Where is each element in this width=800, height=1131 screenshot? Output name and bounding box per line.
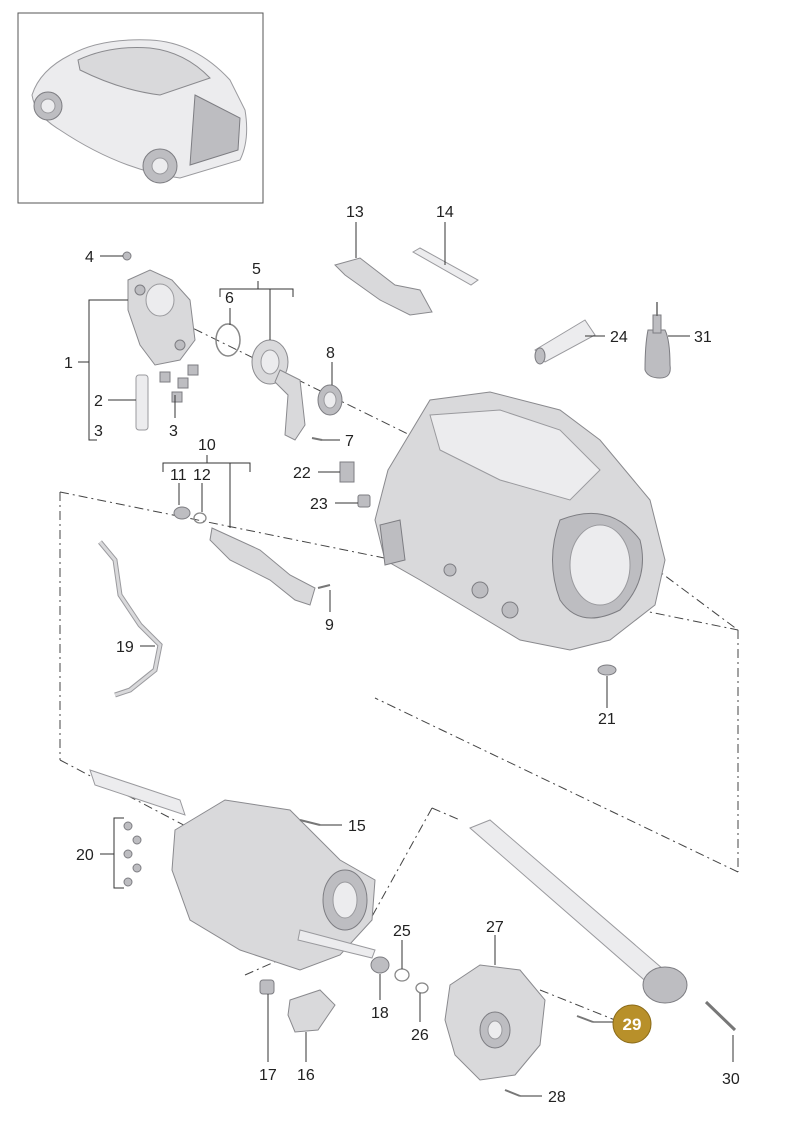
- part-25-ring: [394, 968, 410, 982]
- part-2-sleeve: [135, 374, 149, 431]
- part-13-bracket: [334, 257, 433, 316]
- part-8-seal: [317, 384, 343, 416]
- part-22-clip: [339, 461, 355, 483]
- part-28-bolt: [504, 1089, 521, 1097]
- vehicle-thumbnail: [17, 12, 264, 204]
- part-6-o-ring: [215, 323, 241, 357]
- part-30-bolt: [704, 1000, 737, 1032]
- callout-18[interactable]: 18: [371, 1005, 389, 1022]
- part-5-pipe: [251, 339, 306, 441]
- part-4-bolt: [122, 251, 132, 261]
- part-14-rail: [411, 247, 479, 286]
- part-19-cable: [98, 540, 163, 698]
- part-26-ring: [415, 982, 429, 994]
- callout-6[interactable]: 6: [225, 290, 234, 307]
- part-16-cover: [287, 989, 336, 1033]
- callout-29-highlight[interactable]: 29: [612, 1004, 652, 1044]
- part-27-case: [444, 964, 546, 1081]
- part-23-plug: [357, 494, 371, 508]
- part-12-ring: [193, 512, 207, 524]
- callout-22[interactable]: 22: [293, 465, 311, 482]
- callout-17[interactable]: 17: [259, 1067, 277, 1084]
- transmission-assembly: [89, 769, 376, 971]
- assembly-lines: [59, 311, 739, 1023]
- leader-lines: [78, 222, 734, 1097]
- part-10-sensor: [209, 527, 316, 606]
- callout-26[interactable]: 26: [411, 1027, 429, 1044]
- callout-11[interactable]: 11: [170, 467, 187, 484]
- part-3-fittings: [159, 364, 199, 403]
- callout-15[interactable]: 15: [348, 818, 366, 835]
- part-9-screw: [317, 584, 331, 589]
- callout-23[interactable]: 23: [310, 496, 328, 513]
- callout-29[interactable]: 29: [623, 1015, 642, 1034]
- part-1-cover: [127, 269, 196, 366]
- callout-27[interactable]: 27: [486, 919, 504, 936]
- callout-21[interactable]: 21: [598, 711, 616, 728]
- callout-24[interactable]: 24: [610, 329, 628, 346]
- drive-shaft: [469, 819, 688, 1004]
- callout-labels: 1 2 3 3 4 5 6 7 8 9 10 11 12 13 14 15 16…: [64, 204, 740, 1106]
- callout-7[interactable]: 7: [345, 433, 354, 450]
- highlight-badge: [612, 1004, 652, 1044]
- gearbox-housing: [374, 391, 666, 651]
- part-11-bushing: [173, 506, 191, 520]
- callout-1[interactable]: 1: [64, 355, 73, 372]
- part-21-mount: [597, 664, 617, 676]
- callout-12[interactable]: 12: [193, 467, 211, 484]
- part-20-washers: [123, 821, 142, 887]
- callout-25[interactable]: 25: [393, 923, 411, 940]
- callout-20[interactable]: 20: [76, 847, 94, 864]
- part-15-bolt: [299, 819, 321, 826]
- callout-3-left[interactable]: 3: [94, 423, 103, 440]
- callout-31[interactable]: 31: [694, 329, 712, 346]
- callout-9[interactable]: 9: [325, 617, 334, 634]
- callout-4[interactable]: 4: [85, 249, 94, 266]
- part-31-bottle: [644, 302, 671, 379]
- part-18-bearing: [370, 956, 390, 974]
- callout-3-right[interactable]: 3: [169, 423, 178, 440]
- callout-2[interactable]: 2: [94, 393, 103, 410]
- callout-30[interactable]: 30: [722, 1071, 740, 1088]
- callout-16[interactable]: 16: [297, 1067, 315, 1084]
- car-illustration: [31, 39, 248, 184]
- part-17-plug: [259, 979, 275, 995]
- part-29-screw: [576, 1015, 594, 1023]
- callout-10[interactable]: 10: [198, 437, 216, 454]
- part-24-tube: [534, 319, 596, 365]
- callout-19[interactable]: 19: [116, 639, 134, 656]
- callout-28[interactable]: 28: [548, 1089, 566, 1106]
- callout-14[interactable]: 14: [436, 204, 454, 221]
- callout-13[interactable]: 13: [346, 204, 364, 221]
- callout-8[interactable]: 8: [326, 345, 335, 362]
- part-7-screw: [311, 437, 323, 441]
- callout-5[interactable]: 5: [252, 261, 261, 278]
